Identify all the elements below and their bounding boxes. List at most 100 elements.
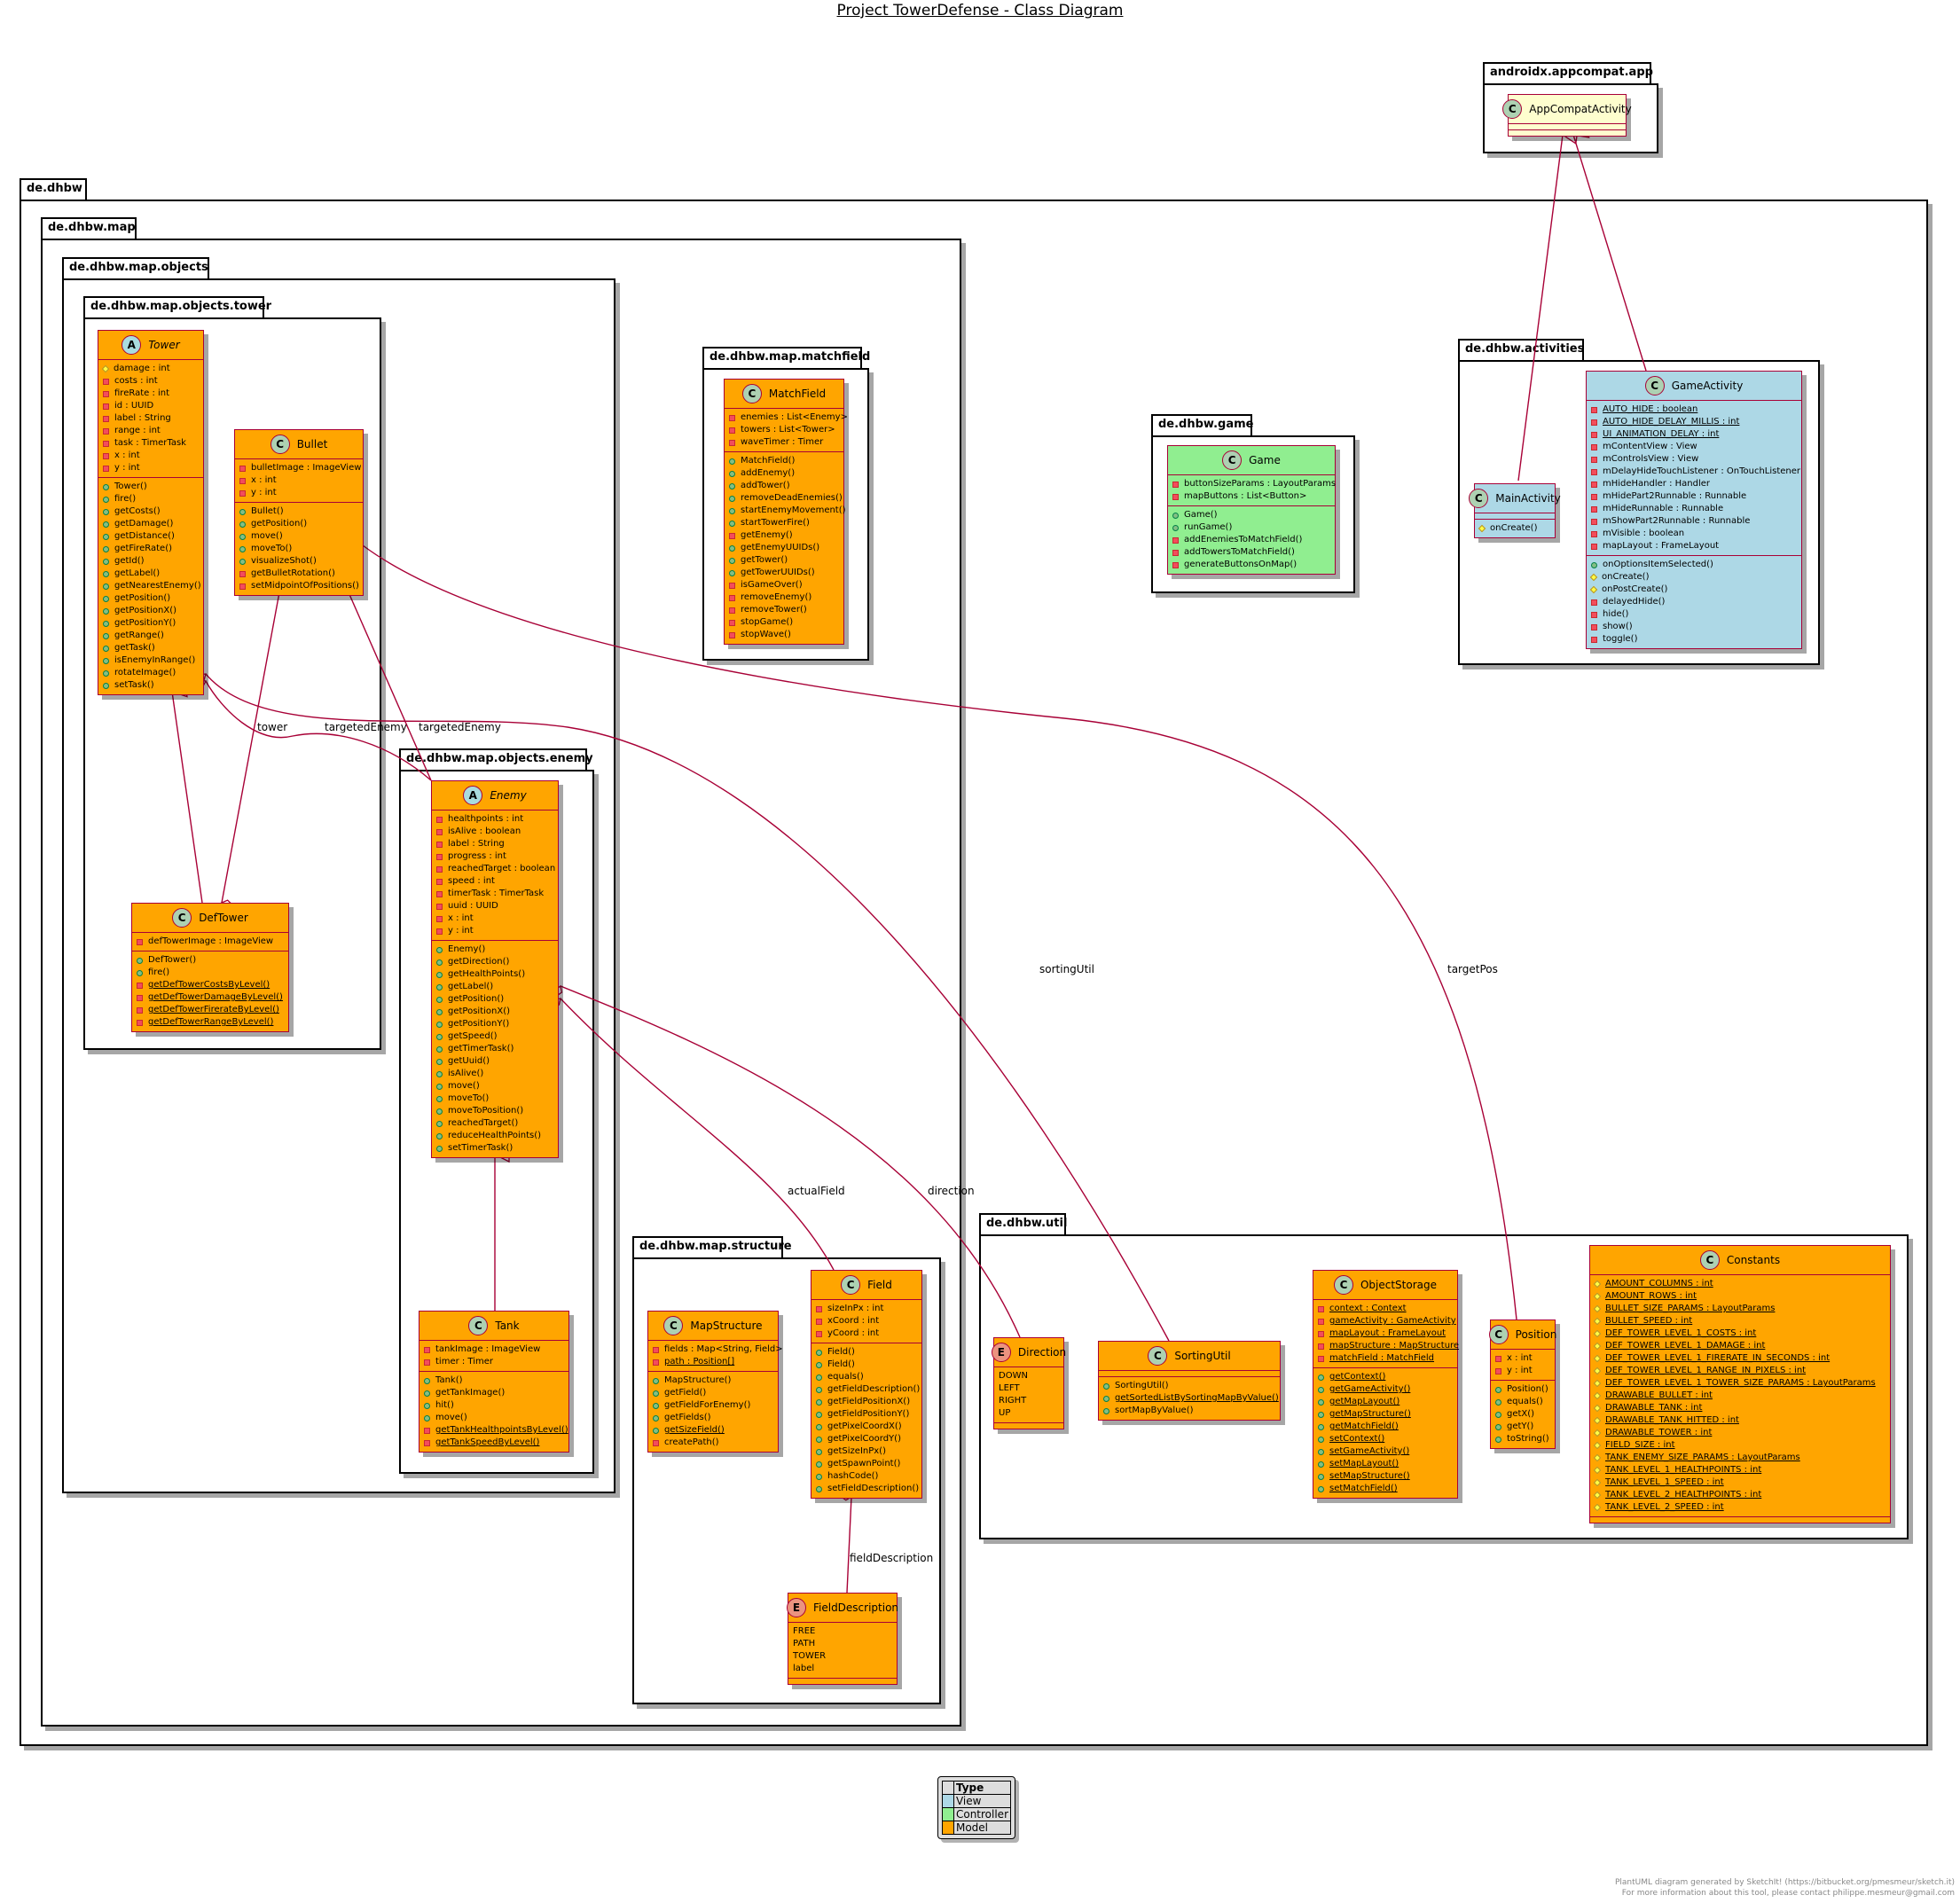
class-fields: enemies : List<Enemy>towers : List<Tower…: [725, 409, 848, 452]
label-sorting-util: sortingUtil: [1039, 963, 1094, 975]
private-icon: [816, 1318, 822, 1325]
class-field: mapLayout : FrameLayout: [1591, 540, 1797, 552]
member-text: isAlive(): [448, 1069, 484, 1078]
public-icon: [103, 632, 109, 639]
class-field: label : String: [436, 838, 553, 850]
private-icon: [653, 1359, 659, 1366]
member-text: onPostCreate(): [1602, 584, 1668, 594]
private-icon: [424, 1359, 430, 1366]
member-text: getPosition(): [448, 994, 505, 1004]
private-icon: [1591, 493, 1597, 500]
class-method: getX(): [1495, 1408, 1550, 1421]
package-objects-tab: de.dhbw.map.objects: [62, 257, 209, 280]
enum-icon: E: [991, 1343, 1011, 1362]
class-field: progress : int: [436, 850, 553, 863]
member-text: getDefTowerCostsByLevel(): [148, 980, 270, 990]
protected-icon: [1593, 1391, 1602, 1400]
class-methods: Field()Field()equals()getFieldDescriptio…: [811, 1343, 921, 1498]
member-text: getBulletRotation(): [251, 568, 335, 578]
public-icon: [436, 1070, 443, 1077]
class-method: getTowerUUIDs(): [729, 567, 839, 579]
member-text: hide(): [1603, 609, 1629, 619]
class-field: x : int: [1495, 1352, 1550, 1365]
class-icon: C: [1333, 1275, 1353, 1295]
class-method: addEnemy(): [729, 467, 839, 480]
public-icon: [729, 495, 735, 502]
member-text: DRAWABLE_TANK : int: [1605, 1403, 1703, 1413]
class-methods: getContext()getGameActivity()getMapLayou…: [1313, 1368, 1457, 1498]
member-text: Field(): [827, 1347, 855, 1357]
class-field: BULLET_SIZE_PARAMS : LayoutParams: [1593, 1303, 1886, 1315]
member-text: getEnemy(): [741, 530, 793, 540]
public-icon: [103, 496, 109, 503]
class-icon: C: [468, 1316, 489, 1335]
private-icon: [1591, 419, 1597, 426]
member-text: mContentView : View: [1603, 442, 1697, 451]
class-field: mDelayHideTouchListener : OnTouchListene…: [1591, 466, 1800, 478]
private-icon: [424, 1439, 430, 1446]
class-method: setTimerTask(): [436, 1142, 553, 1155]
class-method: getDirection(): [436, 956, 553, 968]
member-text: MatchField(): [741, 456, 796, 466]
private-icon: [1318, 1343, 1324, 1350]
member-text: task : TimerTask: [114, 438, 186, 448]
member-text: moveToPosition(): [448, 1106, 524, 1116]
member-text: addEnemy(): [741, 468, 796, 478]
class-method: getSpawnPoint(): [816, 1458, 917, 1470]
legend-item-view: View: [953, 1794, 1012, 1808]
member-text: speed : int: [448, 876, 495, 886]
class-method: fire(): [103, 493, 199, 505]
private-icon: [1591, 530, 1597, 537]
class-method: stopWave(): [729, 629, 839, 641]
private-icon: [239, 570, 246, 577]
private-icon: [103, 465, 109, 472]
member-text: stopGame(): [741, 617, 794, 627]
public-icon: [137, 969, 143, 976]
member-text: getId(): [114, 556, 145, 566]
member-text: getMatchField(): [1329, 1421, 1399, 1431]
class-method: setFieldDescription(): [816, 1483, 919, 1495]
class-method: getFieldForEnemy(): [653, 1399, 773, 1412]
public-icon: [239, 508, 246, 515]
assoc-enemy-field: [552, 998, 835, 1271]
member-text: getPositionX(): [114, 606, 177, 615]
public-icon: [1318, 1473, 1324, 1480]
class-method: runGame(): [1172, 521, 1330, 534]
public-icon: [816, 1485, 822, 1492]
class-method: getFields(): [653, 1412, 773, 1424]
member-text: x : int: [114, 450, 140, 460]
member-text: generateButtonsOnMap(): [1184, 560, 1298, 569]
public-icon: [816, 1398, 822, 1406]
member-text: removeDeadEnemies(): [741, 493, 843, 503]
member-text: yCoord : int: [827, 1328, 880, 1338]
class-field: TANK_LEVEL_1_SPEED : int: [1593, 1476, 1886, 1489]
private-icon: [1591, 611, 1597, 618]
protected-icon: [1589, 585, 1598, 594]
class-methods: onOptionsItemSelected()onCreate()onPostC…: [1587, 556, 1801, 648]
package-dhbw-tab: de.dhbw: [20, 178, 87, 201]
member-text: move(): [251, 531, 283, 541]
class-name: MatchField: [768, 388, 827, 400]
public-icon: [1318, 1398, 1324, 1406]
member-text: setMapStructure(): [1329, 1471, 1410, 1481]
private-icon: [436, 928, 443, 935]
class-method: move(): [239, 530, 358, 543]
class-icon: C: [1148, 1346, 1168, 1366]
member-text: x : int: [251, 475, 277, 485]
private-icon: [653, 1439, 659, 1446]
class-icon: C: [1488, 1325, 1509, 1344]
class-field: waveTimer : Timer: [729, 436, 839, 449]
member-text: equals(): [827, 1372, 864, 1382]
class-icon: C: [270, 435, 290, 454]
